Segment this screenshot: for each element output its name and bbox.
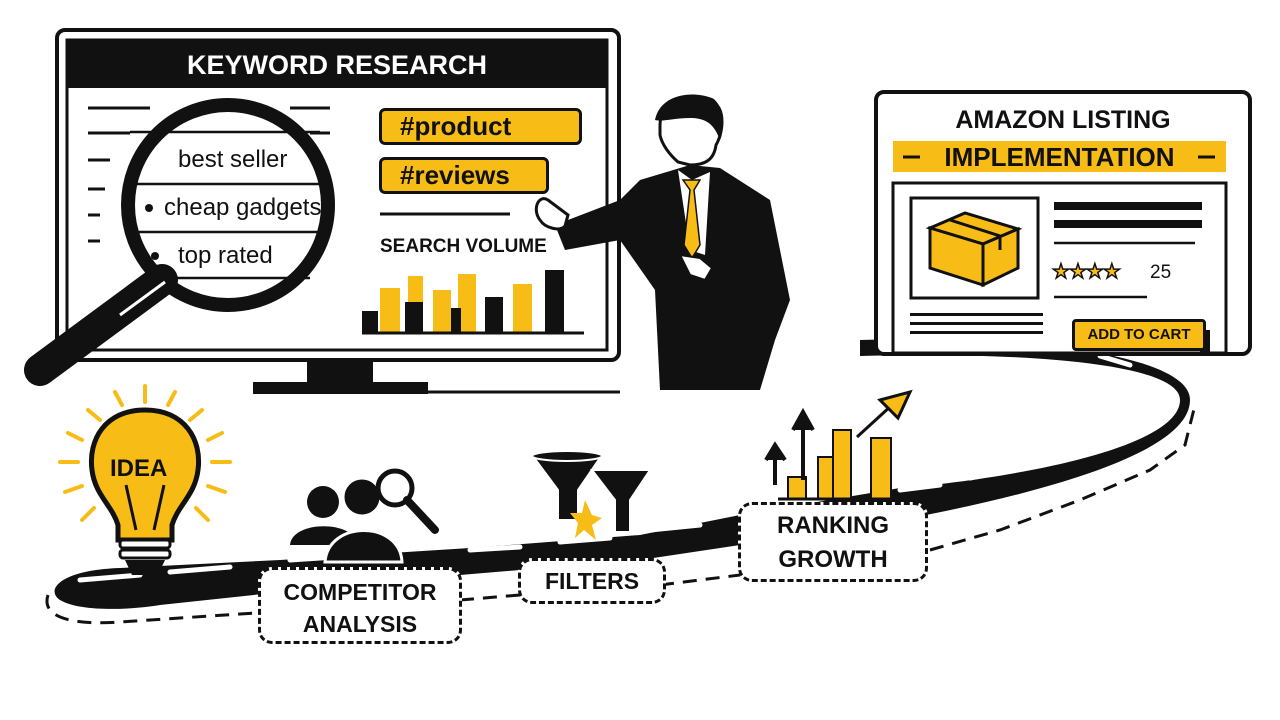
tag-reviews[interactable]: #reviews [379, 157, 549, 194]
listing-title-line1: AMAZON LISTING [955, 106, 1171, 134]
bullet-icon [151, 252, 159, 260]
ranking-growth-step[interactable]: RANKING GROWTH [738, 502, 928, 582]
search-volume-chart [362, 270, 584, 335]
idea-label: IDEA [110, 455, 168, 482]
rating-count: 25 [1150, 262, 1172, 283]
ranking-label-line1: RANKING [777, 512, 889, 539]
add-to-cart-label: ADD TO CART [1087, 326, 1191, 343]
star-icon: ★ [1085, 260, 1104, 284]
search-volume-label: SEARCH VOLUME [380, 236, 547, 257]
road [45, 339, 1197, 625]
keyword-item-2: cheap gadgets [164, 194, 322, 221]
competitor-people-icon [290, 468, 439, 564]
add-to-cart-button[interactable]: ADD TO CART [1072, 319, 1206, 351]
filter-funnels-icon [530, 450, 652, 540]
lightbulb-icon [58, 384, 232, 575]
competitor-label-line2: ANALYSIS [302, 611, 418, 637]
filters-label: FILTERS [544, 568, 640, 594]
star-icon: ★ [1051, 260, 1070, 284]
competitor-analysis-step[interactable]: COMPETITOR ANALYSIS [258, 567, 462, 644]
package-box-icon [925, 211, 1023, 288]
star-icon: ★ [1068, 260, 1087, 284]
listing-title-line2: IMPLEMENTATION [944, 142, 1175, 172]
magnifier-icon [24, 98, 335, 386]
star-rating: ★★★★ [1051, 259, 1121, 284]
keyword-item-3: top rated [178, 242, 273, 269]
filters-step[interactable]: FILTERS [518, 558, 666, 604]
ranking-growth-chart-icon [764, 389, 913, 501]
tag-product[interactable]: #product [379, 108, 582, 145]
keyword-item-1: best seller [178, 146, 288, 173]
competitor-label-line1: COMPETITOR [283, 579, 437, 605]
star-icon: ★ [1102, 260, 1121, 284]
presenter-figure [534, 94, 790, 390]
bullet-icon [145, 204, 153, 212]
ranking-label-line2: GROWTH [778, 546, 888, 573]
keyword-research-title: KEYWORD RESEARCH [186, 50, 488, 80]
